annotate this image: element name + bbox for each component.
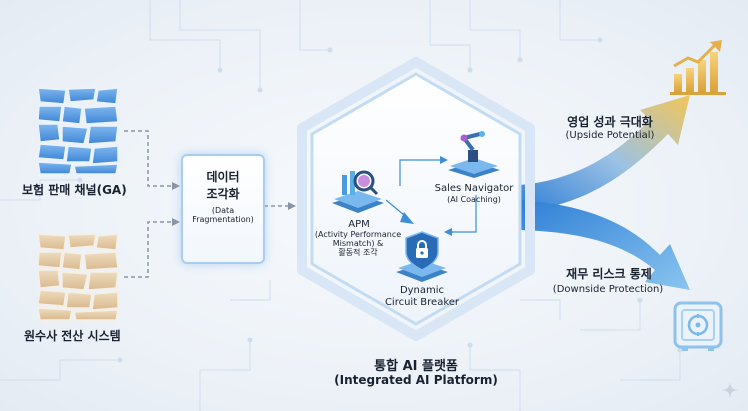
sales-navigator-title: Sales Navigator [434,183,514,194]
bar-chart-up-icon [670,40,726,95]
apm-title: APM [348,219,370,230]
source-label-ga: 보험 판매 채널(GA) [22,183,127,197]
apm-line3: 활동적 조각 [338,248,378,257]
upside-title: 영업 성과 극대화 [567,115,653,129]
downside-subtitle: (Downside Protection) [552,284,664,295]
safe-icon [673,301,723,351]
magnifier-chart-icon [332,170,384,213]
fragmentation-subtitle-line2: Fragmentation) [192,215,254,225]
apm-line2: Mismatch) & [332,239,384,248]
fragmentation-subtitle-line1: (Data [211,206,235,215]
circuit-breaker-title-line1: Dynamic [399,285,445,296]
platform-title: 통합 AI 플랫폼 [374,359,458,374]
upside-subtitle: (Upside Potential) [565,130,655,141]
sparkle-icon [722,382,738,398]
fragmentation-box: 데이터 조각화 (Data Fragmentation) [181,154,265,264]
robot-arm-icon [448,131,500,178]
broken-tiles-icon [37,233,119,321]
shield-lock-icon [396,231,448,282]
source-label-insurer: 원수사 전산 시스템 [24,329,121,343]
sales-navigator-subtitle: (AI Coaching) [447,195,501,204]
circuit-breaker-title-line2: Circuit Breaker [384,297,460,308]
platform-subtitle: (Integrated AI Platform) [334,373,498,387]
fragmentation-title-line1: 데이터 [206,170,240,184]
downside-title: 재무 리스크 통제 [566,267,652,281]
apm-line1: (Activity Performance [314,230,402,239]
broken-tiles-icon [37,87,119,175]
fragmentation-title-line2: 조각화 [206,187,240,201]
